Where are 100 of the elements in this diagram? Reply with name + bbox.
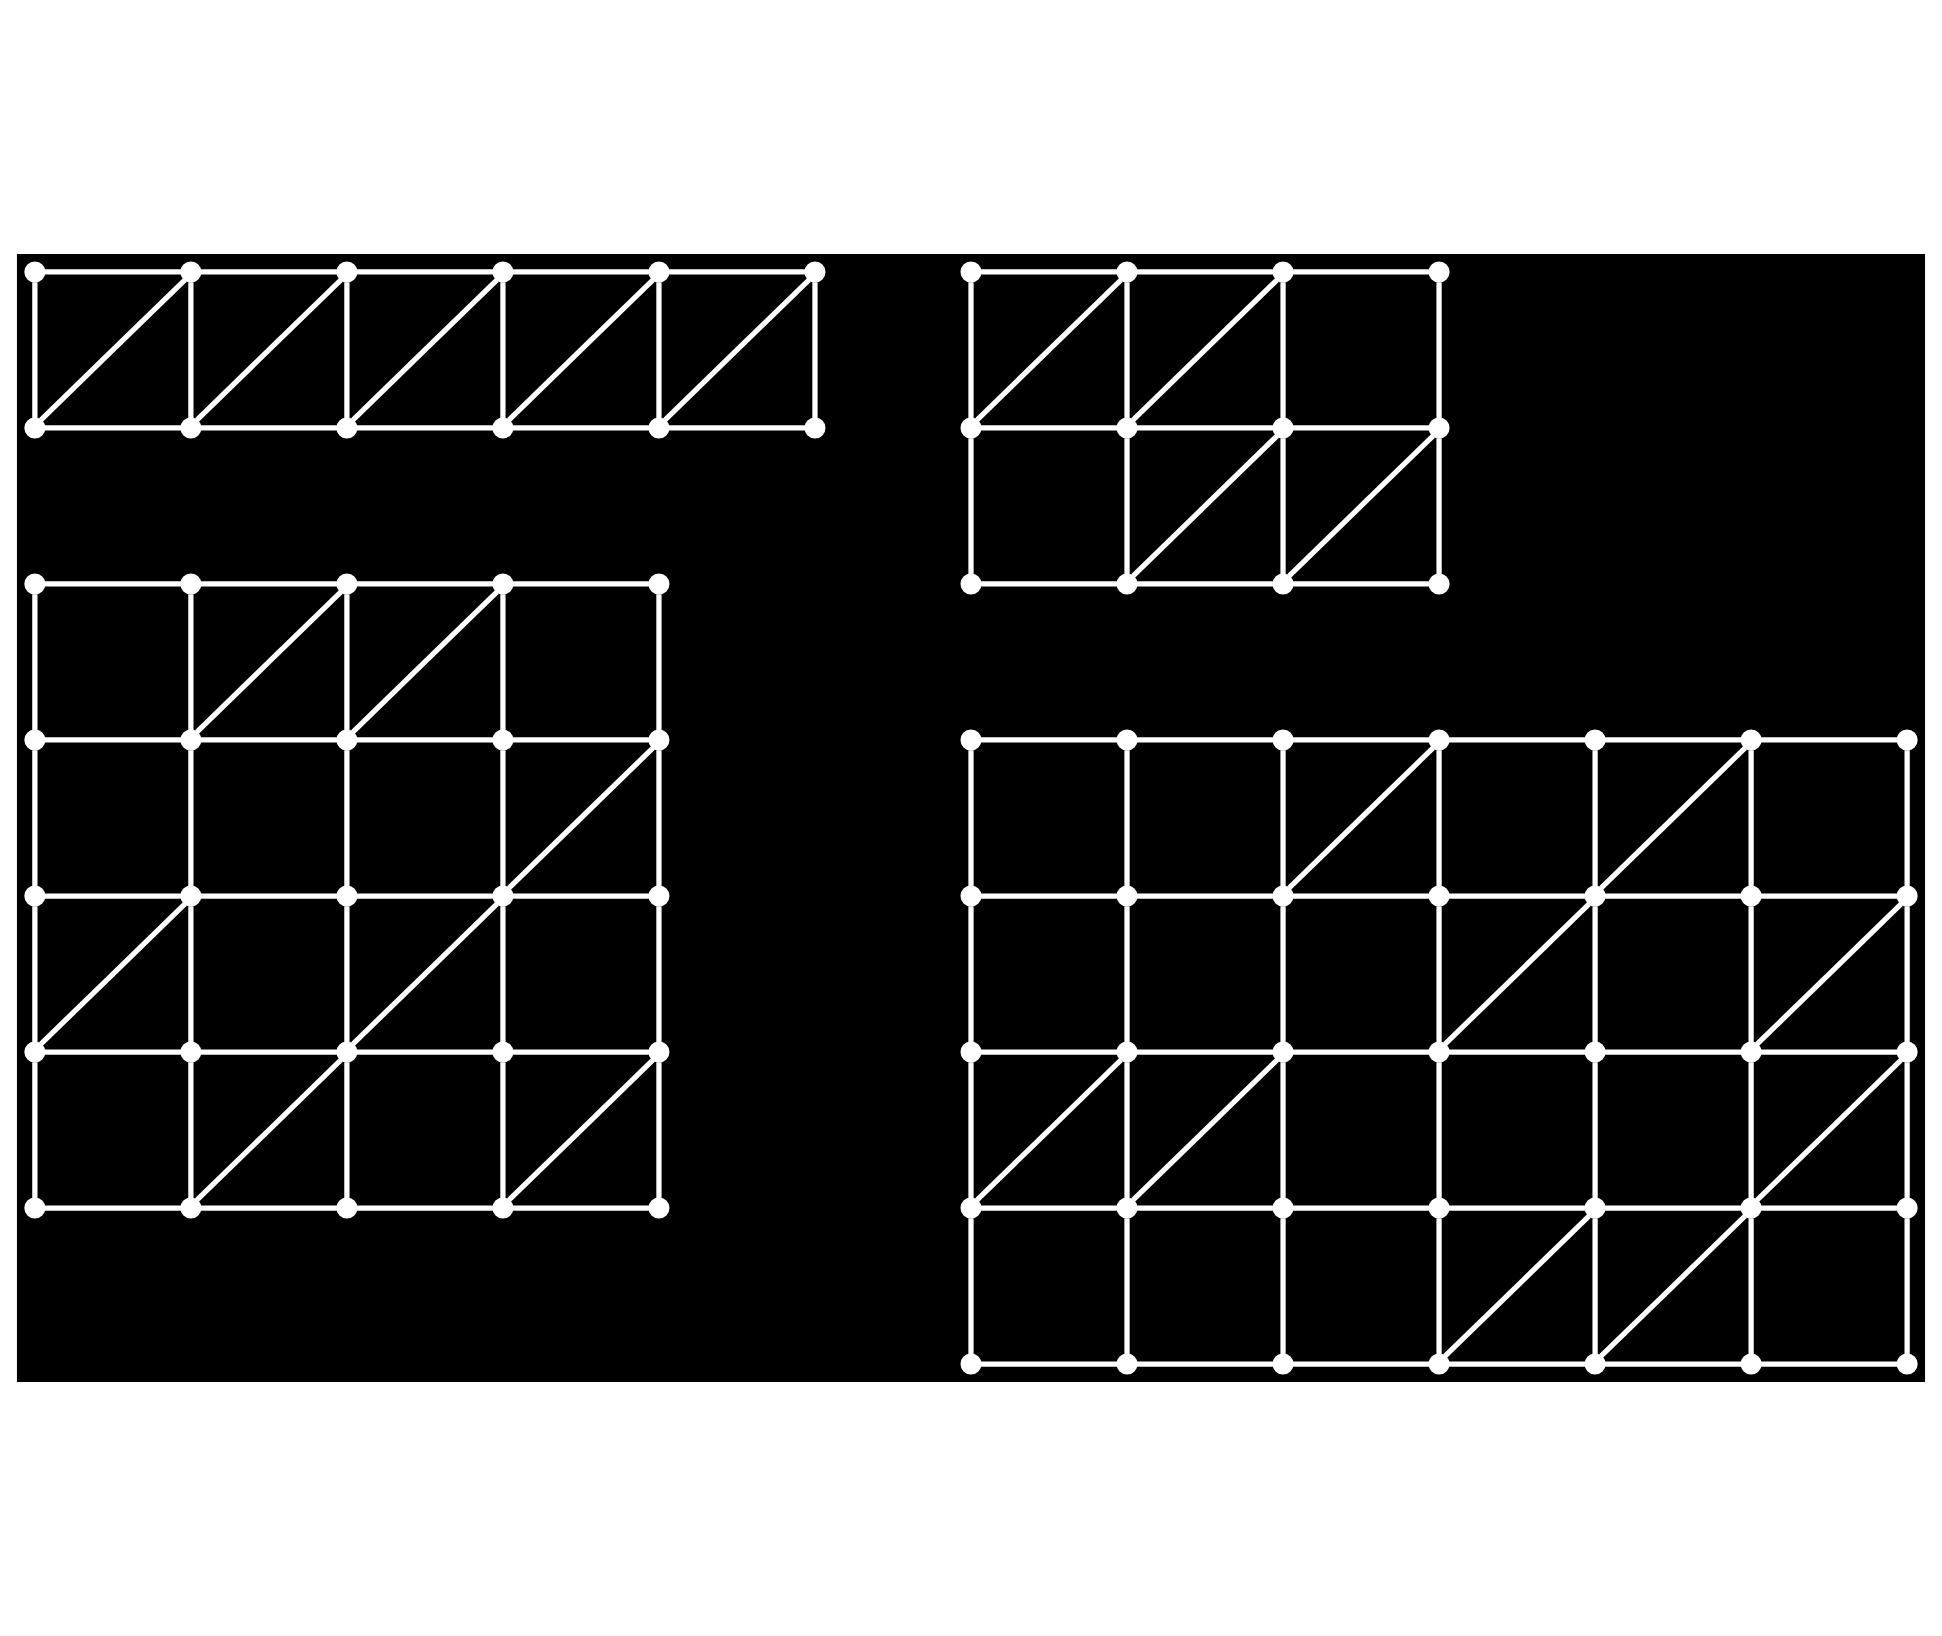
connector	[1760, 1361, 1898, 1367]
connector	[1436, 1062, 1442, 1199]
node-circle	[648, 885, 670, 907]
node-circle	[180, 1197, 202, 1219]
connector	[1124, 438, 1130, 575]
node-circle	[960, 261, 982, 283]
connector	[200, 893, 338, 899]
connector	[44, 737, 182, 743]
node-circle	[492, 885, 514, 907]
node-circle	[1740, 1353, 1762, 1375]
connector	[500, 750, 506, 887]
node-circle	[1428, 417, 1450, 439]
node-circle	[492, 573, 514, 595]
connector	[1292, 1049, 1430, 1055]
connector	[507, 745, 655, 890]
connector	[980, 737, 1118, 743]
node-circle	[1584, 1197, 1606, 1219]
connector	[1755, 902, 1904, 1047]
node-circle	[1584, 1041, 1606, 1063]
node-circle	[1116, 1041, 1138, 1063]
connector	[356, 269, 494, 275]
connector	[1436, 1218, 1442, 1355]
node-circle	[960, 1197, 982, 1219]
node-circle	[1116, 417, 1138, 439]
node-circle	[24, 573, 46, 595]
node-circle	[1428, 1041, 1450, 1063]
node-circle	[24, 417, 46, 439]
connector	[1592, 1218, 1598, 1355]
node-circle	[804, 417, 826, 439]
connector	[512, 581, 650, 587]
connector	[200, 737, 338, 743]
node-circle	[1272, 261, 1294, 283]
connector	[968, 1062, 974, 1199]
connector	[44, 425, 182, 431]
connector	[1592, 750, 1598, 887]
connector	[44, 581, 182, 587]
connector	[1592, 906, 1598, 1043]
node-circle	[1428, 573, 1450, 595]
node-circle	[1272, 729, 1294, 751]
connector	[668, 425, 806, 431]
node-circle	[1116, 729, 1138, 751]
connector	[656, 906, 662, 1043]
connector	[507, 277, 655, 422]
connector	[1287, 745, 1435, 890]
connector	[1136, 737, 1274, 743]
connector	[1443, 902, 1591, 1047]
node-circle	[24, 1041, 46, 1063]
node-circle	[1584, 885, 1606, 907]
connector	[1904, 750, 1910, 887]
node-circle	[180, 573, 202, 595]
connector	[194, 589, 343, 734]
connector	[512, 737, 650, 743]
node-circle	[180, 261, 202, 283]
connector	[194, 1058, 343, 1203]
node-circle	[1116, 261, 1138, 283]
connector	[507, 1058, 655, 1203]
connector	[968, 282, 974, 419]
connector	[351, 277, 499, 422]
connector	[1287, 433, 1435, 578]
connector	[1292, 425, 1430, 431]
connector	[1436, 438, 1442, 575]
node-circle	[492, 1197, 514, 1219]
connector	[980, 893, 1118, 899]
node-circle	[24, 729, 46, 751]
connector	[1604, 1361, 1742, 1367]
connector	[500, 1062, 506, 1199]
connector	[1748, 906, 1754, 1043]
node-circle	[336, 729, 358, 751]
connector	[1760, 1205, 1898, 1211]
connector	[188, 750, 194, 887]
connector	[1443, 1214, 1591, 1359]
node-circle	[1584, 1353, 1606, 1375]
connector	[38, 277, 187, 422]
connector	[1604, 737, 1742, 743]
node-circle	[24, 885, 46, 907]
node-circle	[492, 417, 514, 439]
node-circle	[1116, 1353, 1138, 1375]
node-circle	[1428, 729, 1450, 751]
node-circle	[1116, 885, 1138, 907]
connector	[1124, 1218, 1130, 1355]
node-circle	[1740, 1041, 1762, 1063]
connector	[1136, 1205, 1274, 1211]
connector	[44, 1205, 182, 1211]
node-circle	[648, 1197, 670, 1219]
connector	[1136, 893, 1274, 899]
connector	[194, 277, 343, 422]
node-circle	[1272, 1353, 1294, 1375]
connector	[344, 282, 350, 419]
node-circle	[1740, 1197, 1762, 1219]
node-circle	[1428, 1197, 1450, 1219]
connector	[344, 906, 350, 1043]
connector	[656, 750, 662, 887]
connector	[1280, 1062, 1286, 1199]
connector	[1599, 1214, 1748, 1359]
connector	[356, 893, 494, 899]
connector	[980, 1361, 1118, 1367]
connector	[1280, 282, 1286, 419]
connector	[656, 282, 662, 419]
connector	[980, 269, 1118, 275]
connector	[1124, 750, 1130, 887]
